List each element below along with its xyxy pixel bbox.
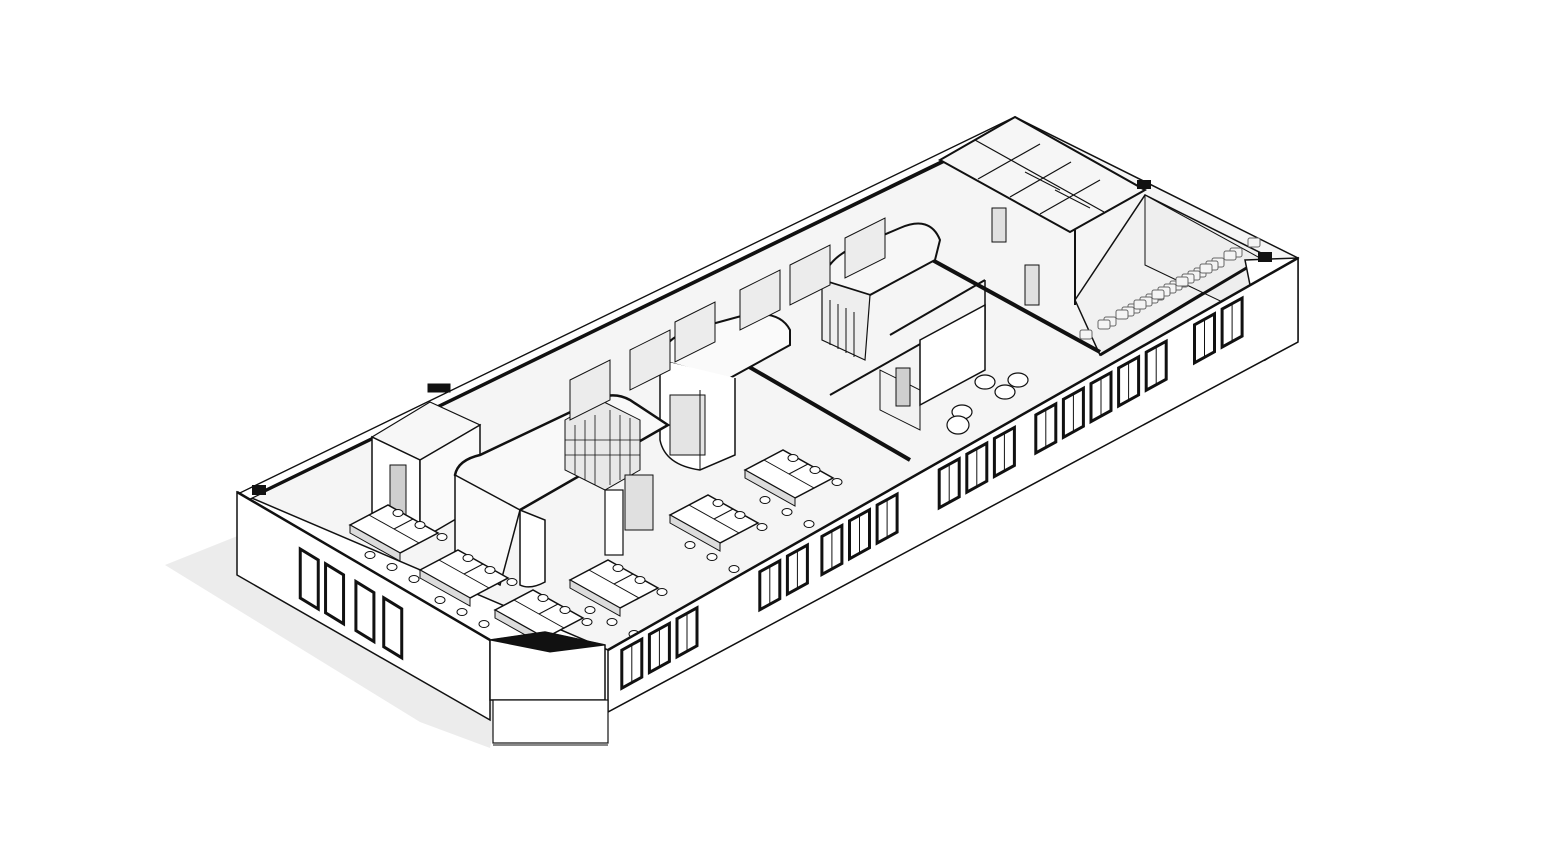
office-chair: [408, 575, 420, 583]
office-chair: [462, 554, 474, 562]
auditorium-seat: [1133, 299, 1147, 310]
office-chair: [831, 478, 843, 486]
workstation-clusters: [348, 449, 843, 668]
window: [324, 561, 346, 627]
office-chair: [756, 523, 768, 531]
glass-panel: [674, 301, 716, 363]
office-chair: [386, 563, 398, 571]
glass-panel: [739, 269, 781, 331]
office-chair: [364, 551, 376, 559]
auditorium-seat: [1247, 237, 1261, 248]
front-wall-base-edge: [607, 341, 1299, 713]
auditorium-seating: [1079, 237, 1261, 340]
round-table: [994, 384, 1016, 400]
office-chair: [559, 606, 571, 614]
office-chair: [728, 565, 740, 573]
front-wall-top-edge: [607, 256, 1299, 652]
office-chair: [484, 566, 496, 574]
desk-divider: [788, 463, 809, 475]
desk-edge: [569, 579, 621, 617]
front-windows: [620, 295, 1244, 691]
office-chair: [656, 588, 668, 596]
desk-divider: [463, 563, 484, 575]
wall-cap-left: [252, 485, 266, 495]
ground-shadow: [165, 535, 500, 748]
office-chair: [392, 509, 404, 517]
office-chair: [759, 496, 771, 504]
auditorium-seat: [1115, 309, 1129, 320]
desk-edge: [419, 569, 471, 607]
office-chair: [684, 541, 696, 549]
auditorium-seat: [1097, 319, 1111, 330]
office-chair: [734, 511, 746, 519]
desk-edge: [349, 524, 401, 562]
office-chair: [787, 454, 799, 462]
office-chair: [537, 594, 549, 602]
desk-edge: [744, 469, 796, 507]
desk-divider: [713, 508, 734, 520]
window: [382, 595, 404, 661]
glass-panel: [789, 244, 831, 306]
corner-column-block: [489, 631, 609, 746]
auditorium-seat: [1079, 329, 1093, 340]
round-table: [1007, 372, 1029, 388]
desk-divider: [393, 518, 414, 530]
office-chair: [712, 499, 724, 507]
office-chair: [456, 608, 468, 616]
lounge-area: [946, 372, 1029, 435]
office-chair: [634, 576, 646, 584]
office-chair: [781, 508, 793, 516]
office-chair: [436, 533, 448, 541]
office-chair: [581, 618, 593, 626]
wall-cap-back: [1137, 180, 1151, 189]
auditorium-seat: [1223, 250, 1237, 261]
office-chair: [606, 618, 618, 626]
auditorium-seat: [1151, 289, 1165, 300]
lounge-chair: [946, 415, 970, 435]
office-chair: [803, 520, 815, 528]
desk-divider: [538, 603, 559, 615]
desk-edge: [669, 514, 721, 552]
round-table: [974, 374, 996, 390]
office-chair: [584, 606, 596, 614]
glass-panel: [629, 329, 671, 391]
auditorium-seat: [1199, 263, 1213, 274]
left-windows: [298, 546, 404, 661]
office-chair: [478, 620, 490, 628]
auditorium-seat: [1175, 276, 1189, 287]
glass-panel: [569, 359, 611, 421]
wall-cap-right: [1258, 252, 1272, 262]
glass-panel: [844, 217, 886, 279]
office-room: [879, 303, 986, 431]
back-wall-glazing: [569, 217, 886, 421]
desk-divider: [613, 573, 634, 585]
office-chair: [809, 466, 821, 474]
office-chair: [414, 521, 426, 529]
window: [354, 578, 376, 645]
office-chair: [434, 596, 446, 604]
left-wall-top-edge: [236, 490, 491, 642]
window: [298, 546, 320, 612]
office-chair: [506, 578, 518, 586]
office-chair: [706, 553, 718, 561]
office-chair: [612, 564, 624, 572]
phone-booth-block: [937, 115, 1148, 306]
